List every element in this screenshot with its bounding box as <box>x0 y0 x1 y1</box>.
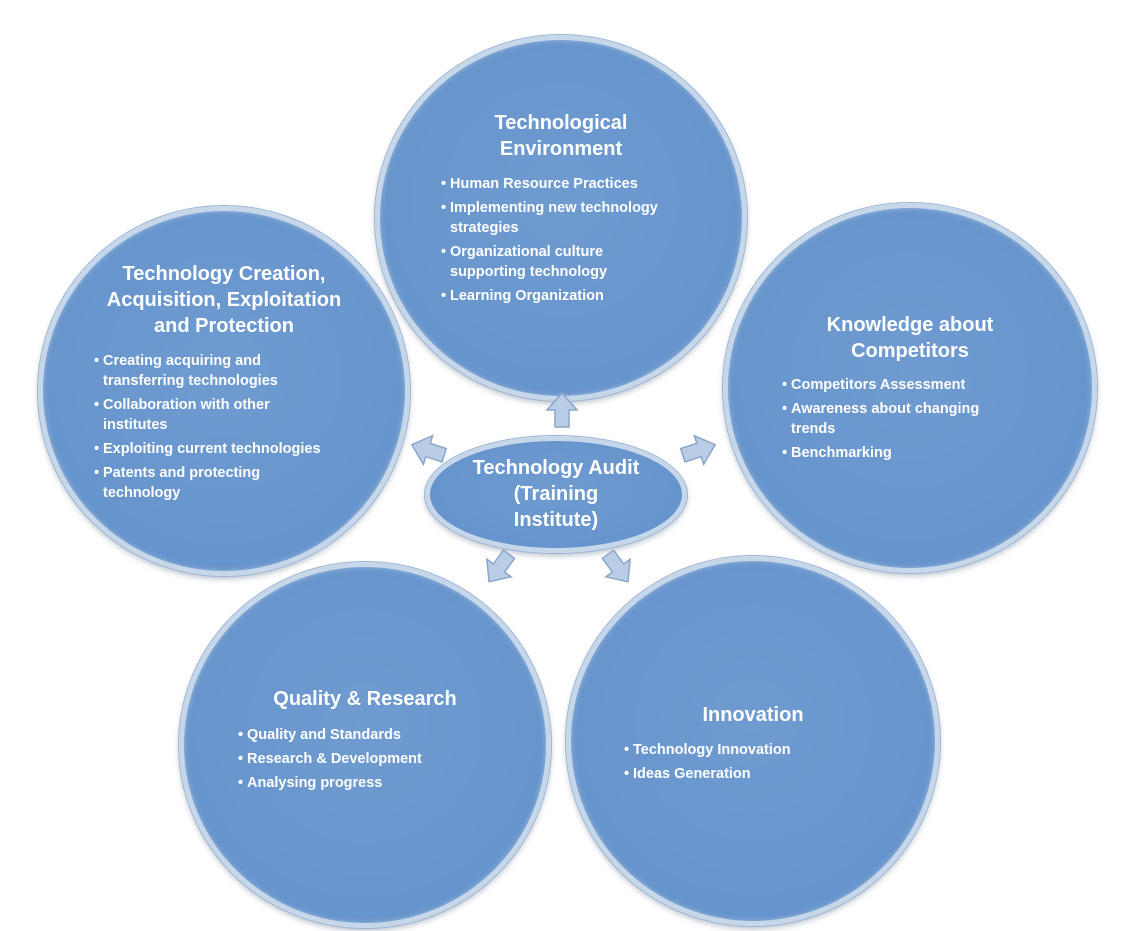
node-technology-creation: Technology Creation, Acquisition, Exploi… <box>38 206 410 576</box>
bullet-item: Implementing new technology strategies <box>441 198 712 238</box>
bullet-item: Quality and Standards <box>238 725 509 745</box>
bullet-item: Collaboration with other institutes <box>94 395 385 435</box>
center-node-technology-audit: Technology Audit (Training Institute) <box>425 436 687 553</box>
node-title: Innovation <box>702 704 804 726</box>
node-knowledge-about-competitors: Knowledge about Competitors Competitors … <box>723 203 1097 573</box>
bullet-item: Patents and protecting technology <box>94 463 385 503</box>
bullet-item: Analysing progress <box>238 773 509 793</box>
node-quality-research: Quality & Research Quality and Standards… <box>179 562 551 928</box>
bullet-item: Technology Innovation <box>624 740 895 760</box>
node-bullet-list: Quality and Standards Research & Develop… <box>238 725 509 797</box>
node-bullet-list: Technology Innovation Ideas Generation <box>624 740 895 788</box>
node-bullet-list: Human Resource Practices Implementing ne… <box>441 174 712 310</box>
bullet-item: Creating acquiring and transferring tech… <box>94 351 385 391</box>
center-title: Technology Audit (Training Institute) <box>472 457 640 531</box>
arrow-to-innovation-icon <box>601 549 632 583</box>
node-innovation: Innovation Technology Innovation Ideas G… <box>566 556 940 926</box>
arrow-to-technological-environment-icon <box>545 391 579 428</box>
bullet-item: Human Resource Practices <box>441 174 712 194</box>
arrow-to-technology-creation-icon <box>410 434 448 467</box>
node-bullet-list: Creating acquiring and transferring tech… <box>94 351 385 507</box>
node-title: Technological Environment <box>494 112 628 160</box>
bullet-item: Awareness about changing trends <box>782 399 1053 439</box>
node-technological-environment: Technological Environment Human Resource… <box>375 35 747 401</box>
node-title: Knowledge about Competitors <box>826 314 994 362</box>
arrow-to-knowledge-about-competitors-icon <box>679 434 717 467</box>
bullet-item: Learning Organization <box>441 286 712 306</box>
bullet-item: Competitors Assessment <box>782 375 1053 395</box>
bullet-item: Research & Development <box>238 749 509 769</box>
bullet-item: Benchmarking <box>782 443 1053 463</box>
bullet-item: Exploiting current technologies <box>94 439 385 459</box>
node-title: Quality & Research <box>273 688 457 710</box>
bullet-item: Ideas Generation <box>624 764 895 784</box>
node-title: Technology Creation, Acquisition, Exploi… <box>106 263 342 337</box>
arrow-to-quality-research-icon <box>485 549 516 583</box>
bullet-item: Organizational culture supporting techno… <box>441 242 712 282</box>
node-bullet-list: Competitors Assessment Awareness about c… <box>782 375 1053 467</box>
